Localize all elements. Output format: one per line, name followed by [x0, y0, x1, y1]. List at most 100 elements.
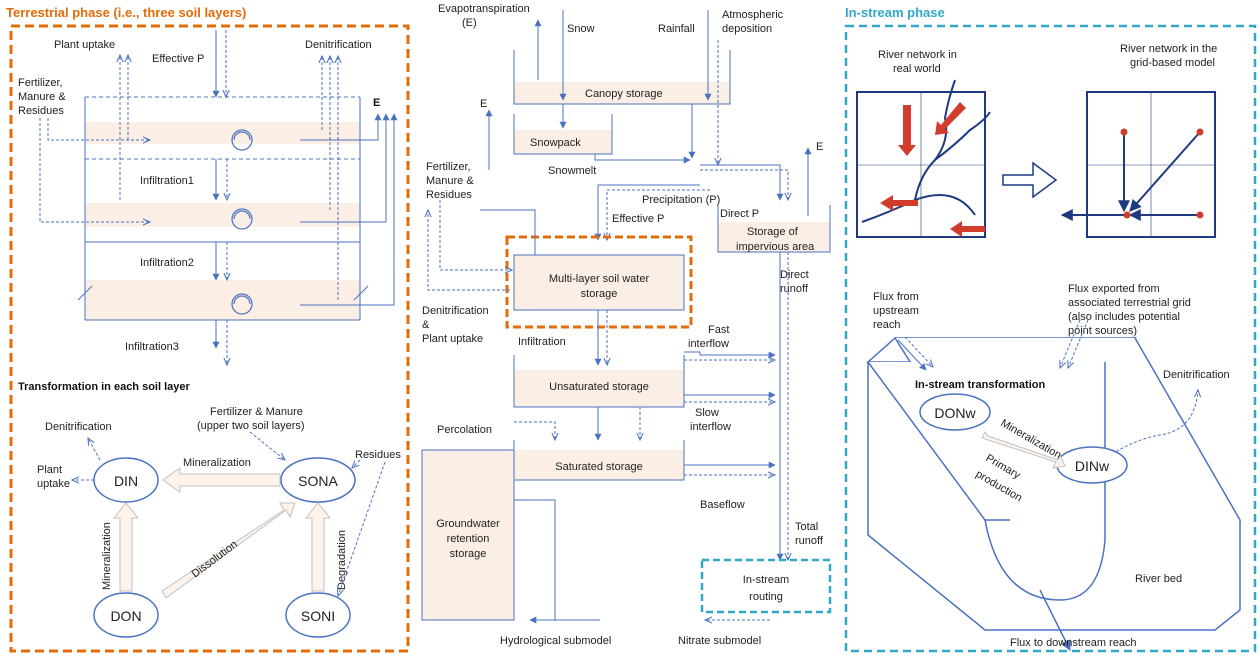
instream-transform-label: In-stream transformation [915, 379, 1045, 391]
e-paren-label: (E) [462, 17, 477, 29]
t-fertilizer-manure: Fertilizer & Manure [210, 406, 303, 418]
son-a-node [280, 457, 356, 503]
gw-label-1: Groundwater [436, 518, 500, 530]
mixing-icon [231, 129, 253, 315]
instream-border [844, 24, 1257, 653]
snowpack-label: Snowpack [530, 137, 581, 149]
m-denit-label-3: Plant uptake [422, 333, 483, 345]
dissolution-label: Dissolution [190, 538, 240, 580]
soil-layer-2 [85, 203, 360, 227]
din-w-label: DINw [1075, 458, 1110, 474]
mineralization-h-arrow [162, 467, 281, 493]
unsat-fill [514, 370, 684, 407]
mineralization-arrow [981, 431, 1066, 469]
infiltration3-label: Infiltration3 [125, 341, 179, 353]
soil-label-2: storage [581, 288, 618, 300]
nitrate-submodel-label: Nitrate submodel [678, 635, 761, 647]
mineralization-h-label: Mineralization [183, 457, 251, 469]
snowmelt-label: Snowmelt [548, 165, 596, 177]
baseflow-label: Baseflow [700, 499, 745, 511]
e-left-label: E [480, 98, 487, 110]
mineralization-v-arrow [112, 502, 140, 592]
infiltration-label: Infiltration [518, 336, 566, 348]
flux-upstream-label-3: reach [873, 319, 901, 331]
impervious-label-2: impervious area [736, 241, 815, 253]
e-right-label: E [816, 141, 823, 153]
degradation-label: Degradation [336, 530, 348, 590]
hydrology-panel: Evapotranspiration (E) Snow Rainfall Atm… [421, 3, 832, 647]
denitrification-label: Denitrification [305, 39, 372, 51]
gw-label-2: retention [447, 533, 490, 545]
dissolution-arrow [161, 502, 296, 599]
atmospheric-label-2: deposition [722, 23, 772, 35]
t-residues: Residues [355, 449, 401, 461]
instream-routing-box [700, 558, 832, 614]
river-grid-label-1: River network in the [1120, 43, 1217, 55]
direct-runoff-label-1: Direct [780, 269, 809, 281]
soil-layer-3 [85, 280, 360, 320]
evapotranspiration-label: Evapotranspiration [438, 3, 530, 15]
routing-label-2: routing [749, 591, 783, 603]
flux-exported-label-1: Flux exported from [1068, 283, 1160, 295]
flow-direction-icon [880, 102, 985, 237]
flux-exported-label-2: associated terrestrial grid [1068, 297, 1191, 309]
don-w-label: DONw [934, 405, 976, 421]
m-fertilizer-label-3: Residues [426, 189, 472, 201]
t-uptake: uptake [37, 478, 70, 490]
direct-p-label: Direct P [720, 208, 759, 220]
impervious-storage [717, 205, 831, 253]
m-effective-p-label: Effective P [612, 213, 664, 225]
son-i-node [285, 592, 351, 638]
transform-title: Transformation in each soil layer [18, 381, 190, 393]
mineralization-v-label: Mineralization [101, 522, 113, 590]
don-w-node [919, 393, 991, 431]
total-runoff-label-2: runoff [795, 535, 824, 547]
fertilizer-label-2: Manure & [18, 91, 66, 103]
total-runoff-label-1: Total [795, 521, 818, 533]
m-fertilizer-label-1: Fertilizer, [426, 161, 471, 173]
m-denit-label-2: & [422, 319, 430, 331]
flux-exported-label-4: point sources) [1068, 325, 1137, 337]
don-node [93, 592, 159, 638]
din-label: DIN [114, 473, 138, 489]
conversion-arrow [1002, 161, 1058, 199]
slow-interflow-label-2: interflow [690, 421, 731, 433]
don-label: DON [110, 608, 141, 624]
precipitation-label: Precipitation (P) [642, 194, 720, 206]
flux-upstream-label-2: upstream [873, 305, 919, 317]
atmospheric-label-1: Atmospheric [722, 9, 784, 21]
son-i-label: SONI [301, 608, 335, 624]
fast-interflow-label-1: Fast [708, 324, 729, 336]
flux-downstream-label: Flux to downstream reach [1010, 637, 1137, 649]
soil-layer-1 [85, 122, 360, 144]
rainfall-label: Rainfall [658, 23, 695, 35]
snowpack-fill [514, 130, 612, 154]
fertilizer-label-1: Fertilizer, [18, 77, 63, 89]
soil-storage-highlight [505, 235, 693, 329]
flux-exported-label-3: (also includes potential [1068, 311, 1180, 323]
soil-label-1: Multi-layer soil water [549, 273, 650, 285]
unsaturated-storage [513, 355, 685, 408]
terrestrial-panel: Terrestrial phase (i.e., three soil laye… [6, 5, 410, 653]
t-denitrification: Denitrification [45, 421, 112, 433]
groundwater-storage [421, 449, 515, 621]
hydro-submodel-label: Hydrological submodel [500, 635, 611, 647]
percolation-label: Percolation [437, 424, 492, 436]
m-denit-label-1: Denitrification [422, 305, 489, 317]
plant-uptake-label: Plant uptake [54, 39, 115, 51]
soil-water-storage [513, 254, 685, 311]
instream-panel: In-stream phase River network in real wo… [844, 5, 1257, 653]
river-grid-label-2: grid-based model [1130, 57, 1215, 69]
river-bed-label: River bed [1135, 573, 1182, 585]
impervious-fill [718, 222, 830, 252]
fertilizer-label-3: Residues [18, 105, 64, 117]
instream-title: In-stream phase [845, 5, 945, 20]
unsat-label: Unsaturated storage [549, 381, 649, 393]
snowpack-storage [513, 114, 613, 155]
direct-runoff-label-2: runoff [780, 283, 809, 295]
infiltration1-label: Infiltration1 [140, 175, 194, 187]
sat-label: Saturated storage [555, 461, 642, 473]
e-label: E [373, 97, 380, 109]
sat-fill [514, 450, 684, 480]
